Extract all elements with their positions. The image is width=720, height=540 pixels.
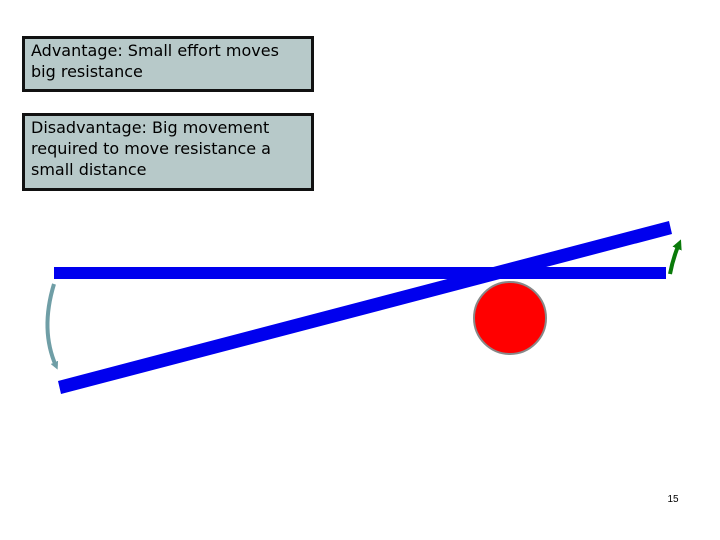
advantage-textbox: Advantage: Small effort moves big resist…	[22, 36, 314, 92]
fulcrum-circle	[473, 281, 547, 355]
advantage-text: Advantage: Small effort moves big resist…	[31, 41, 279, 81]
disadvantage-textbox: Disadvantage: Big movement required to m…	[22, 113, 314, 191]
lever-tilted	[58, 221, 672, 394]
lever-horizontal	[54, 267, 666, 279]
resistance-arrow-icon	[668, 239, 682, 275]
page-number: 15	[667, 494, 679, 505]
disadvantage-text: Disadvantage: Big movement required to m…	[31, 118, 271, 179]
effort-arrow-icon	[45, 283, 59, 370]
